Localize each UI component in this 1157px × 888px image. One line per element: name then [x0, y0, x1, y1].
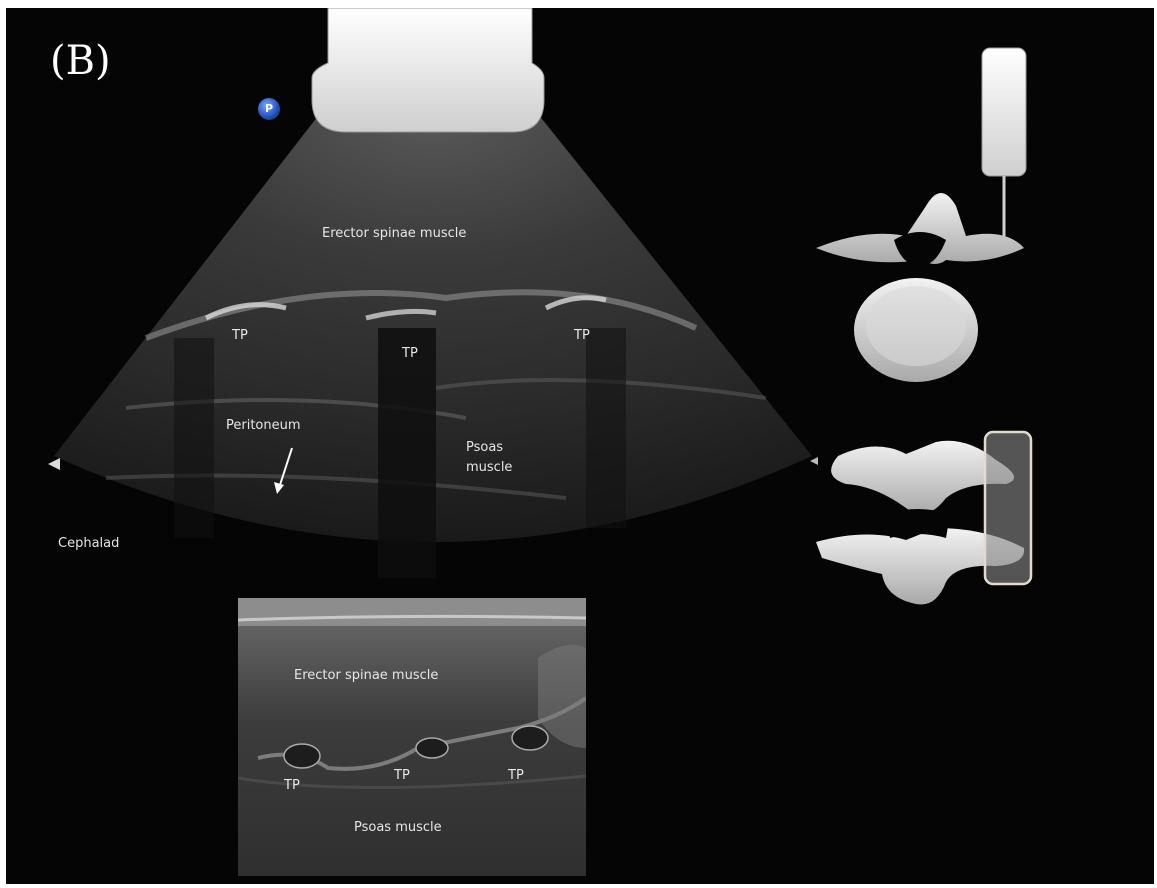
acoustic-shadow-right	[586, 328, 626, 528]
us-label-psoas-line1: Psoas	[466, 440, 503, 455]
us-label-cephalad: Cephalad	[58, 536, 119, 551]
us-label-psoas-line2: muscle	[466, 460, 512, 475]
depth-marker-left	[48, 458, 60, 470]
us-label-tp-center: TP	[402, 346, 418, 361]
us-label-erector-spinae: Erector spinae muscle	[322, 226, 466, 241]
mri-label-tp-right: TP	[508, 768, 524, 783]
mri-label-tp-left: TP	[284, 778, 300, 793]
us-label-peritoneum: Peritoneum	[226, 418, 301, 433]
acoustic-shadow-center	[378, 328, 436, 578]
us-label-tp-left: TP	[232, 328, 248, 343]
depth-marker-right	[810, 457, 818, 465]
mri-label-psoas: Psoas muscle	[354, 820, 442, 835]
mri-label-tp-center: TP	[394, 768, 410, 783]
us-label-tp-right: TP	[574, 328, 590, 343]
acoustic-shadow-left	[174, 338, 214, 538]
panel-label: (B)	[50, 38, 111, 84]
mini-probe-body	[982, 48, 1026, 176]
vertebra-axial-illustration	[816, 193, 1024, 382]
figure-canvas: (B) P Erector spinae muscle TP TP TP Per…	[6, 8, 1154, 884]
probe-placement-box	[985, 432, 1031, 584]
orientation-marker: P	[258, 98, 280, 120]
ultrasound-probe	[312, 8, 544, 132]
mri-label-erector-spinae: Erector spinae muscle	[294, 668, 438, 683]
